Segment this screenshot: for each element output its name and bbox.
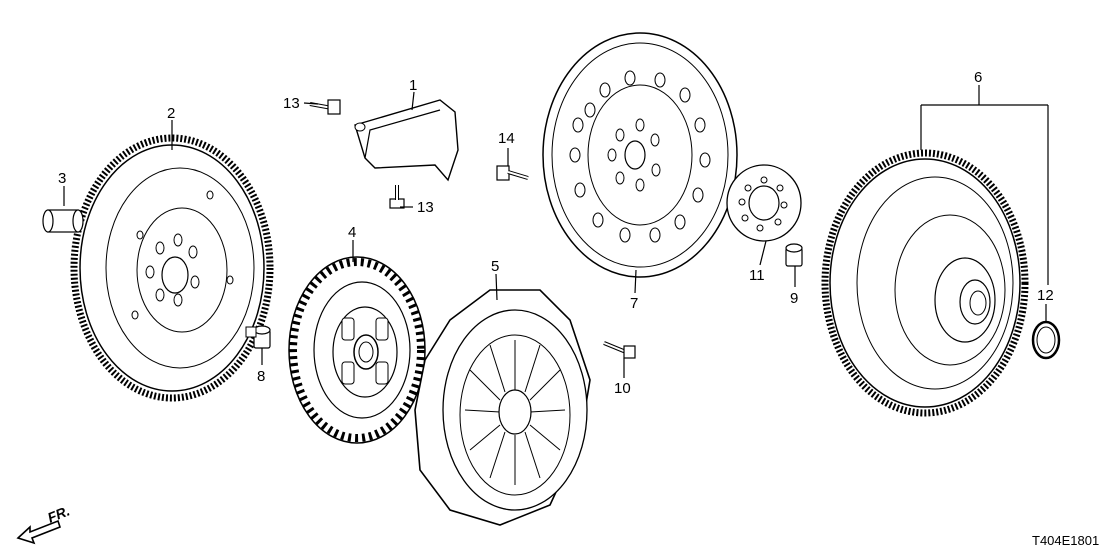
direction-label: FR. (45, 502, 72, 525)
bushing-part[interactable] (42, 209, 84, 233)
drive-plate-part[interactable] (542, 32, 738, 278)
callout-labels: 1 2 3 4 5 6 7 8 9 10 11 12 13 13 14 (58, 69, 1054, 397)
callout-13-upper: 13 (283, 95, 300, 112)
callout-8: 8 (257, 368, 265, 385)
callout-6: 6 (974, 69, 982, 86)
bolt-9-part[interactable] (785, 243, 803, 267)
callout-4: 4 (348, 224, 356, 241)
o-ring-part[interactable] (1031, 320, 1061, 360)
flywheel-part[interactable] (70, 134, 274, 402)
callout-3: 3 (58, 170, 66, 187)
flywheel-bolt-part[interactable] (245, 325, 271, 349)
clutch-disc-part[interactable] (288, 256, 426, 444)
callout-10: 10 (614, 380, 631, 397)
callout-11: 11 (749, 267, 765, 284)
leader-lines (63, 85, 1049, 378)
plate-11-part[interactable] (726, 164, 802, 242)
callout-5: 5 (491, 258, 499, 275)
callout-14: 14 (498, 130, 515, 147)
bolt-13-lower-part[interactable] (389, 185, 405, 209)
bolt-13-upper-part[interactable] (309, 99, 341, 115)
bolt-14-part[interactable] (496, 165, 529, 181)
cover-part[interactable] (354, 99, 459, 182)
callout-12: 12 (1037, 287, 1054, 304)
front-direction-arrow: FR. (16, 502, 72, 545)
diagram-code: T404E1801 (1032, 533, 1099, 548)
torque-converter-part[interactable] (821, 149, 1029, 417)
bolt-10-part[interactable] (603, 341, 636, 359)
pressure-plate-part[interactable] (414, 289, 591, 526)
callout-2: 2 (167, 105, 175, 122)
callout-13-lower: 13 (417, 199, 434, 216)
callout-9: 9 (790, 290, 798, 307)
callout-1: 1 (409, 77, 417, 94)
callout-7: 7 (630, 295, 638, 312)
